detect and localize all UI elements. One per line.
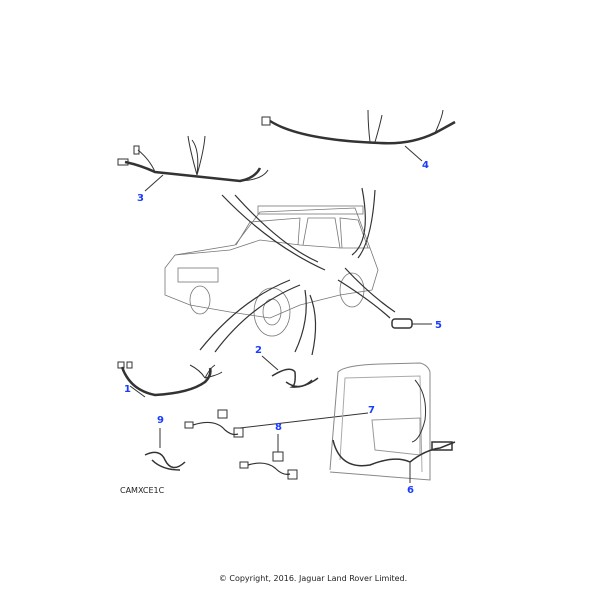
tailgate-part-6 xyxy=(329,362,456,483)
callout-4: 4 xyxy=(422,160,429,171)
callout-1: 1 xyxy=(124,384,131,395)
leader-curves xyxy=(199,187,396,356)
harness-part-1 xyxy=(117,361,223,398)
callout-2: 2 xyxy=(255,345,262,356)
harness-part-2 xyxy=(261,355,319,388)
callout-8: 8 xyxy=(275,422,282,433)
harness-part-7 xyxy=(184,409,369,438)
callout-7: 7 xyxy=(368,405,375,416)
harness-part-8 xyxy=(239,434,298,480)
grommet-part-5 xyxy=(391,318,432,329)
callout-5: 5 xyxy=(435,320,442,331)
illustration-code: CAMXCE1C xyxy=(120,486,165,495)
harness-part-9 xyxy=(144,428,186,471)
harness-part-3 xyxy=(117,135,269,192)
callout-9: 9 xyxy=(157,415,164,426)
vehicle-outline xyxy=(164,205,379,337)
callout-3: 3 xyxy=(137,193,144,204)
harness-part-4 xyxy=(261,109,456,162)
callout-6: 6 xyxy=(407,485,414,496)
copyright-notice: © Copyright, 2016. Jaguar Land Rover Lim… xyxy=(218,574,408,583)
